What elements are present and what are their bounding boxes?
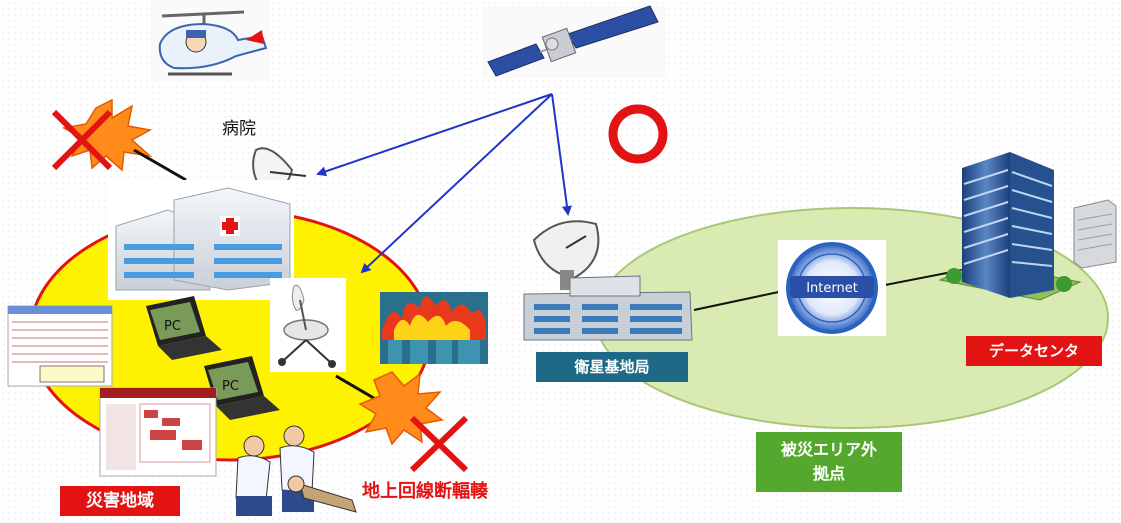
link-station-internet (693, 289, 789, 311)
satellite-icon (482, 5, 666, 78)
hospital-label: 病院 (222, 119, 256, 139)
laptop-label: PC (222, 379, 239, 394)
arrow-to-hospital (316, 93, 553, 177)
hospital-building-icon (108, 180, 294, 300)
server-icon (1073, 199, 1117, 269)
ground-station-icon (523, 220, 693, 341)
portable-dish-icon (270, 278, 346, 372)
datacenter-label: データセンタ (966, 336, 1102, 366)
outside-area-label-line2: 拠点 (812, 464, 845, 483)
monitor-screen-icon (99, 387, 217, 477)
internet-label: Internet (806, 281, 858, 296)
ground-station-label: 衛星基地局 (536, 352, 688, 382)
disaster-area-label: 災害地域 (60, 486, 180, 516)
laptop-icon: PC (146, 296, 222, 360)
arrow-to-ground-station (551, 93, 572, 216)
line-cut-label: 地上回線断輻輳 (362, 481, 488, 502)
cut-cross-icon (335, 371, 469, 473)
cut-cross-icon (51, 98, 187, 182)
helicopter-icon (150, 0, 270, 82)
laptop-label: PC (164, 319, 181, 334)
monitor-screen-icon (7, 305, 113, 387)
outside-area-label-line1: 被災エリア外 (780, 440, 877, 459)
satellite-links (316, 93, 572, 274)
outside-area-label: 被災エリア外 拠点 (756, 432, 902, 492)
internet-icon: Internet (778, 240, 886, 336)
arrow-to-portable-dish (360, 93, 553, 274)
laptop-icon: PC (204, 356, 280, 420)
rescue-people-icon (235, 425, 357, 516)
fire-icon (380, 292, 488, 364)
ok-circle-icon (608, 104, 668, 164)
datacenter-building-icon (938, 152, 1082, 301)
